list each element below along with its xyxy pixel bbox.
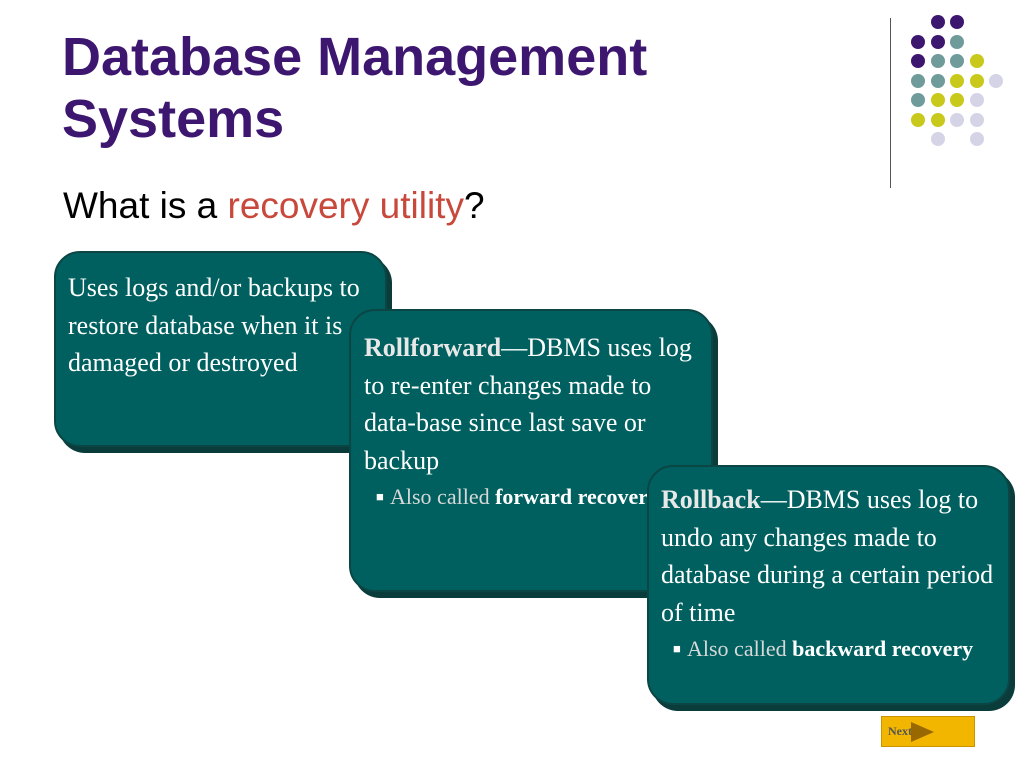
square-bullet-icon: ■ xyxy=(673,641,681,656)
decorative-dot xyxy=(930,73,945,88)
rollback-term: Rollback xyxy=(661,485,761,514)
decorative-dot xyxy=(930,132,945,146)
decorative-dot xyxy=(969,93,984,107)
rollback-alias-lead: Also called xyxy=(687,636,793,661)
rollforward-alias-lead: Also called xyxy=(390,484,496,509)
decorative-dot xyxy=(969,112,984,127)
recovery-utility-definition-box: Uses logs and/or backups to restore data… xyxy=(54,251,387,447)
rollback-definition: Rollback—DBMS uses log to undo any chang… xyxy=(661,481,998,631)
next-button-label: Next xyxy=(888,724,912,738)
slide-title-line-1: Database Management xyxy=(62,27,648,87)
decorative-dot xyxy=(969,54,984,68)
play-triangle-icon xyxy=(911,721,934,742)
rollback-alias-term: backward recovery xyxy=(792,636,974,661)
definition-text: Uses logs and/or backups to restore data… xyxy=(68,273,360,377)
square-bullet-icon: ■ xyxy=(376,489,384,504)
rollforward-alias-term: forward recovery xyxy=(495,484,659,509)
slide-title-line-2: Systems xyxy=(62,89,285,149)
slide-title: Database Management Systems xyxy=(62,26,647,150)
next-button[interactable]: Next xyxy=(881,716,975,747)
rollback-text: —DBMS uses log to undo any changes made … xyxy=(661,485,994,627)
decorative-dot xyxy=(930,54,945,68)
decorative-dot xyxy=(911,93,925,107)
decorative-dot xyxy=(950,112,964,127)
decorative-dot xyxy=(911,54,925,68)
decorative-dot xyxy=(950,15,964,29)
rollforward-definition: Rollforward—DBMS uses log to re-enter ch… xyxy=(364,329,701,479)
decorative-dot xyxy=(911,112,925,127)
decorative-dot xyxy=(930,112,945,127)
question-suffix: ? xyxy=(463,185,485,226)
rollback-alias: ■ Also called backward recovery xyxy=(673,633,998,664)
rollback-box: Rollback—DBMS uses log to undo any chang… xyxy=(647,465,1010,705)
decorative-dot xyxy=(911,73,925,88)
slide-question: What is a recovery utility? xyxy=(63,184,485,228)
decorative-dot xyxy=(950,34,964,49)
decorative-dot xyxy=(911,34,925,49)
header-divider xyxy=(890,18,891,188)
question-highlight: recovery utility xyxy=(227,185,464,226)
decorative-dot xyxy=(950,54,964,68)
decorative-dot xyxy=(930,93,945,107)
decorative-dot xyxy=(950,73,964,88)
decorative-dot xyxy=(950,93,964,107)
rollforward-alias: ■ Also called forward recovery xyxy=(376,481,701,512)
decorative-dot xyxy=(930,34,945,49)
decorative-dot xyxy=(969,132,984,146)
decorative-dot xyxy=(989,73,1003,88)
decorative-dot xyxy=(930,15,945,29)
decorative-dot xyxy=(969,73,984,88)
question-prefix: What is a xyxy=(63,185,228,226)
rollforward-text: —DBMS uses log to re-enter changes made … xyxy=(364,333,692,475)
rollforward-term: Rollforward xyxy=(364,333,502,362)
